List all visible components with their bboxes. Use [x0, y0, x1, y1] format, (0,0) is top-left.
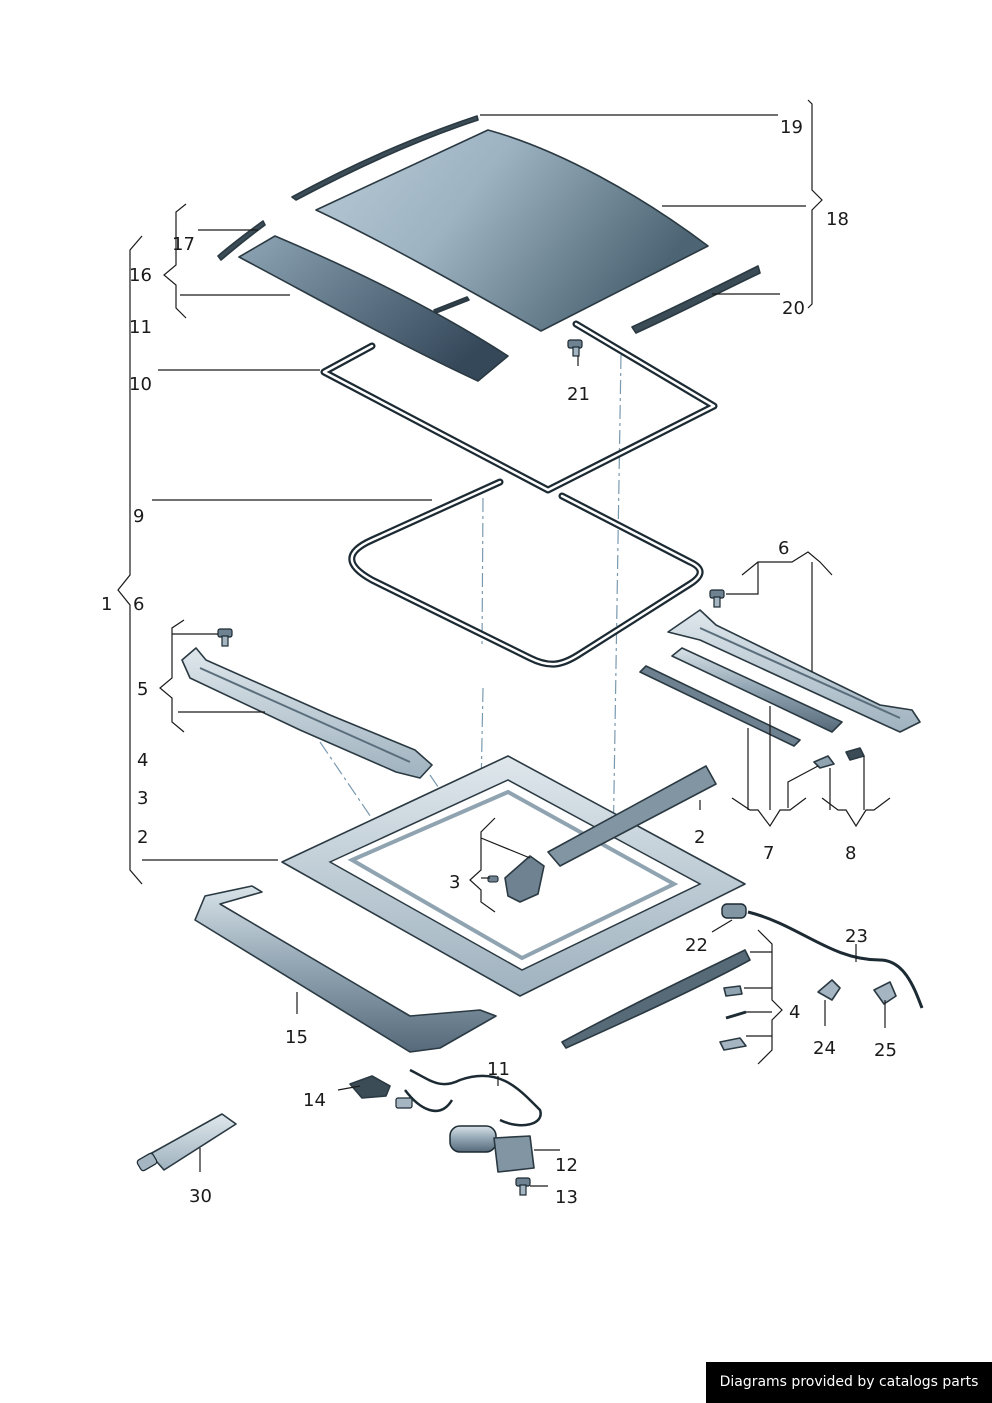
part-6-right-guide-rail	[667, 609, 921, 733]
label-24: 24	[813, 1038, 836, 1059]
label-6-right: 6	[778, 538, 789, 559]
label-17: 17	[172, 234, 195, 255]
part-5-left-guide-rail	[181, 647, 433, 779]
label-3-center: 3	[449, 872, 460, 893]
part-20-seal-strip	[631, 265, 761, 334]
label-30: 30	[189, 1186, 212, 1207]
part-4-small-parts	[719, 985, 747, 1051]
label-13: 13	[555, 1187, 578, 1208]
part-6-bolt-right	[709, 589, 725, 608]
label-2-right: 2	[694, 827, 705, 848]
part-11-wiring-harness	[395, 1068, 542, 1127]
part-8-clips	[813, 747, 865, 769]
part-22-23-drain-hose	[721, 903, 924, 1009]
part-15-front-trim	[194, 885, 497, 1053]
label-11-bottom: 11	[487, 1059, 510, 1080]
part-9-inner-seal	[348, 478, 704, 668]
label-23: 23	[845, 926, 868, 947]
label-4-left: 4	[137, 750, 148, 771]
part-17-seal	[217, 220, 266, 261]
label-6-left: 6	[133, 594, 144, 615]
part-13-screw	[515, 1177, 531, 1196]
part-4-trim-strip	[561, 949, 751, 1049]
label-18: 18	[826, 209, 849, 230]
part-6-bolt-left	[217, 628, 233, 647]
part-12-motor	[449, 1125, 535, 1173]
label-11: 11	[129, 317, 152, 338]
credit-banner: Diagrams provided by catalogs parts	[706, 1362, 992, 1403]
label-15: 15	[285, 1027, 308, 1048]
label-10: 10	[129, 374, 152, 395]
part-11-deflector-strip	[433, 296, 470, 314]
label-12: 12	[555, 1155, 578, 1176]
label-22: 22	[685, 935, 708, 956]
label-5: 5	[137, 679, 148, 700]
label-21: 21	[567, 384, 590, 405]
part-21-bolt	[567, 339, 583, 357]
part-24-clip	[817, 979, 841, 1001]
label-19: 19	[780, 117, 803, 138]
label-3-left: 3	[137, 788, 148, 809]
part-16-front-glass	[238, 235, 509, 382]
part-14-control-unit	[349, 1075, 391, 1099]
label-25: 25	[874, 1040, 897, 1061]
part-19-seal-strip	[291, 115, 479, 201]
part-30-sealant-tube	[136, 1113, 237, 1172]
leader-lines	[117, 99, 891, 1187]
label-2-left: 2	[137, 827, 148, 848]
part-18-glass-panel	[315, 129, 709, 332]
part-25-clip	[873, 981, 897, 1005]
label-4-right: 4	[789, 1002, 800, 1023]
part-labels: 19 18 20 17 16 11 10 21 9 6 1 6 5 4 3 2 …	[101, 117, 897, 1208]
label-8: 8	[845, 843, 856, 864]
label-20: 20	[782, 298, 805, 319]
part-10-outer-seal	[320, 320, 718, 494]
label-16: 16	[129, 265, 152, 286]
label-1: 1	[101, 594, 112, 615]
part-3-bracket	[487, 855, 545, 903]
label-9: 9	[133, 506, 144, 527]
label-7: 7	[763, 843, 774, 864]
label-14: 14	[303, 1090, 326, 1111]
part-7-sun-shade	[639, 647, 843, 747]
